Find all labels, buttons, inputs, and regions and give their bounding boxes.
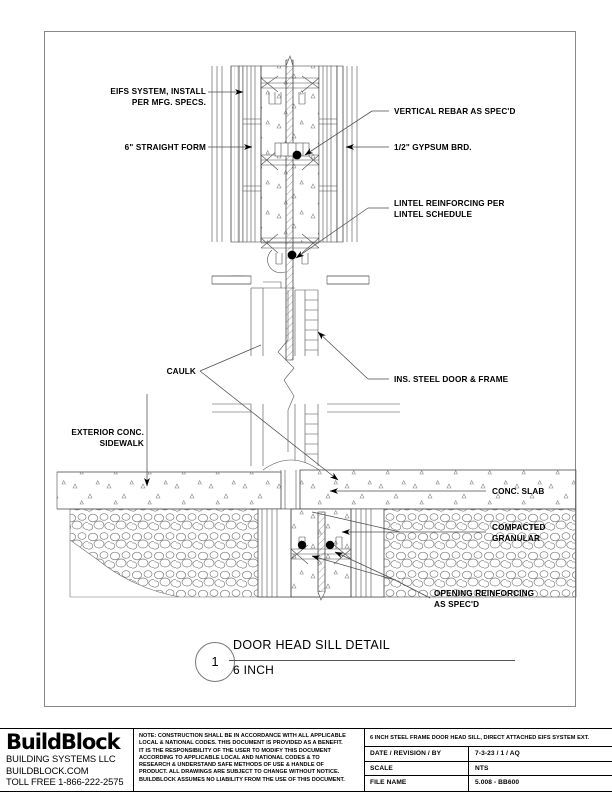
drawing-description: 6 INCH STEEL FRAME DOOR HEAD SILL, DIREC… (365, 729, 612, 747)
info-row-filename: FILE NAME 5.008 - BB600 (365, 776, 612, 791)
info-key: SCALE (365, 761, 469, 776)
drawing-border (44, 31, 576, 707)
title-block: BuildBlock BUILDING SYSTEMS LLC BUILDBLO… (0, 728, 612, 792)
note-line: PRODUCT. ALL DRAWINGS ARE SUBJECT TO CHA… (139, 769, 340, 776)
callout-steel-door-frame: INS. STEEL DOOR & FRAME (394, 375, 509, 384)
detail-title-block: 1 DOOR HEAD SILL DETAIL 6 INCH (195, 633, 515, 689)
info-key: FILE NAME (365, 776, 469, 791)
note-line: BUILDBLOCK ASSUMES NO LIABILITY FROM THE… (139, 776, 345, 783)
note-line: RESEARCH & UNDERSTAND SAFE METHODS OF US… (139, 762, 324, 768)
company-name: BuildBlock (6, 730, 121, 754)
detail-number: 1 (211, 654, 219, 669)
company-subtitle: BUILDING SYSTEMS LLC (6, 753, 116, 764)
callout-exterior-conc-sidewalk: EXTERIOR CONC. SIDEWALK (71, 428, 144, 448)
info-row-scale: SCALE NTS (365, 761, 612, 777)
info-row-date: DATE / REVISION / BY 7-3-23 / 1 / AQ (365, 747, 612, 762)
drawing-info-cell: 6 INCH STEEL FRAME DOOR HEAD SILL, DIREC… (365, 729, 612, 791)
callout-straight-form: 6" STRAIGHT FORM (124, 143, 206, 152)
callout-lintel-reinforcing: LINTEL REINFORCING PER LINTEL SCHEDULE (394, 199, 505, 219)
company-website: BUILDBLOCK.COM (6, 764, 89, 776)
note-line: NOTE: CONSTRUCTION SHALL BE IN ACCORDANC… (139, 733, 346, 739)
callout-caulk: CAULK (166, 367, 196, 376)
callout-vertical-rebar: VERTICAL REBAR AS SPEC'D (394, 107, 516, 116)
detail-number-circle (195, 642, 235, 682)
callout-gypsum-board: 1/2" GYPSUM BRD. (394, 143, 472, 152)
detail-title-rule (229, 660, 515, 661)
info-value: NTS (475, 764, 489, 772)
note-line: LOCAL & NATIONAL CODES. THIS DOCUMENT IS… (139, 740, 343, 747)
callout-conc-slab: CONC. SLAB (492, 487, 545, 496)
callout-compacted-granular: COMPACTED GRANULAR (492, 523, 546, 543)
note-line: ACCORDING TO APPLICABLE LOCAL AND NATION… (139, 754, 320, 761)
detail-subtitle: 6 INCH (233, 663, 275, 677)
callout-eifs-system: EIFS SYSTEM, INSTALL PER MFG. SPECS. (110, 87, 206, 107)
company-logo-cell: BuildBlock BUILDING SYSTEMS LLC BUILDBLO… (0, 729, 134, 791)
disclaimer-note-cell: NOTE: CONSTRUCTION SHALL BE IN ACCORDANC… (134, 729, 365, 791)
callout-opening-reinforcing: OPENING REINFORCING AS SPEC'D (434, 589, 535, 609)
company-phone: TOLL FREE 1-866-222-2575 (6, 776, 124, 788)
detail-title: DOOR HEAD SILL DETAIL (233, 638, 391, 652)
note-line: IT IS THE RESPONSIBILITY OF THE USER TO … (139, 747, 331, 754)
info-value: 5.008 - BB600 (475, 779, 520, 787)
info-value: 7-3-23 / 1 / AQ (475, 750, 520, 757)
info-key: DATE / REVISION / BY (365, 747, 469, 761)
